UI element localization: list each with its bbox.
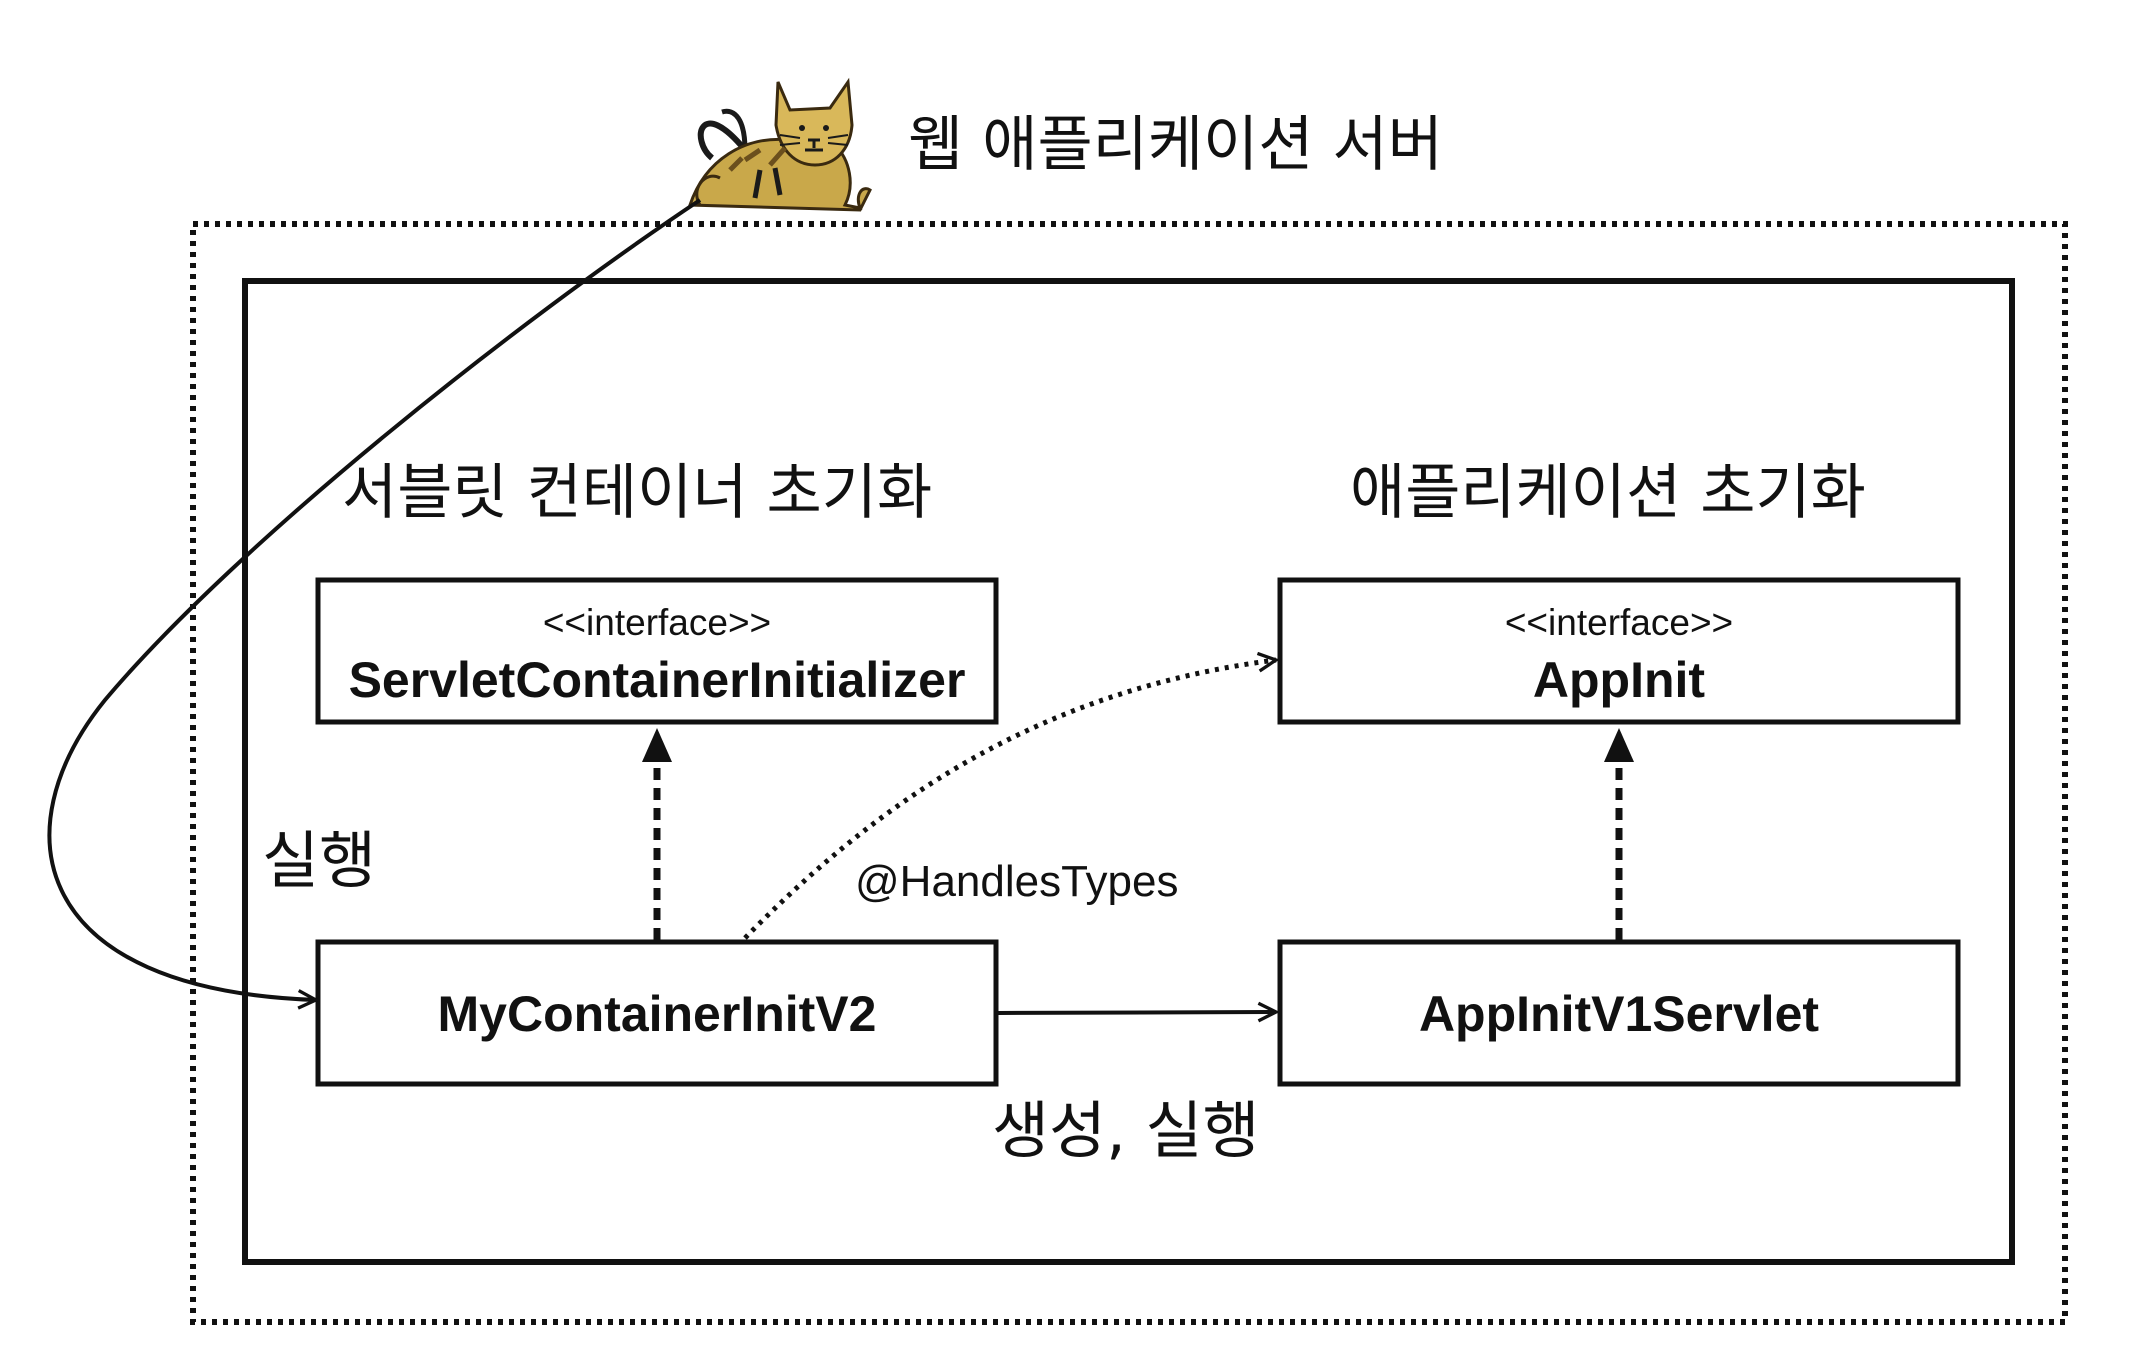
handles-types-label: @HandlesTypes [855,857,1179,906]
implements-arrow-app-init [1604,728,1634,940]
my-container-init-name: MyContainerInitV2 [438,986,877,1042]
implements-arrow-servlet-container-initializer [642,728,672,940]
servlet-container-boundary [242,278,2015,1265]
app-init-stereotype: <<interface>> [1505,602,1733,643]
create-run-label: 생성, 실행 [992,1094,1260,1167]
app-init-name: AppInit [1533,652,1706,708]
section-title-servlet-container-init: 서블릿 컨테이너 초기화 [342,458,932,528]
server-run-arrow [47,198,702,1000]
servlet-container-initializer-box: <<interface>> ServletContainerInitialize… [315,577,999,725]
run-label: 실행 [262,824,376,897]
my-container-init-box: MyContainerInitV2 [315,939,999,1087]
web-app-server-boundary [190,221,2068,1325]
app-init-servlet-box: AppInitV1Servlet [1277,939,1961,1087]
section-title-app-init: 애플리케이션 초기화 [1350,458,1866,528]
app-init-box: <<interface>> AppInit [1277,577,1961,725]
server-title: 웹 애플리케이션 서버 [908,110,1443,180]
servlet-container-initializer-name: ServletContainerInitializer [349,652,966,708]
handles-types-arrow [743,660,1276,940]
create-run-arrow [997,1012,1276,1013]
app-init-servlet-name: AppInitV1Servlet [1419,986,1819,1042]
tomcat-cat-icon [687,77,872,212]
servlet-container-initializer-stereotype: <<interface>> [543,602,771,643]
